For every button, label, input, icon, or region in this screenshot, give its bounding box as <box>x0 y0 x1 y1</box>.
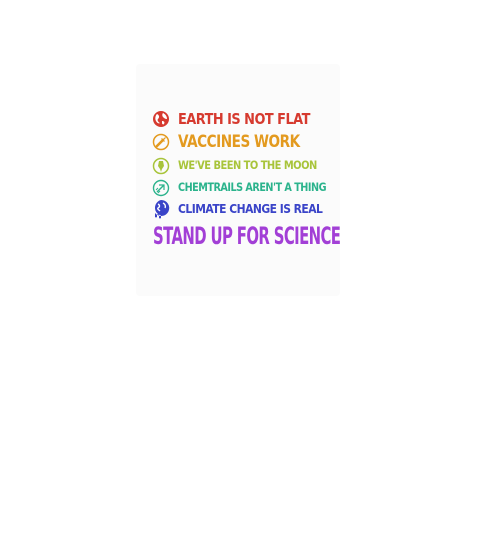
line-moon: WE'VE BEEN TO THE MOON <box>152 157 339 175</box>
science-poster <box>136 64 340 296</box>
melting-globe-icon <box>152 199 170 219</box>
line-chemtrails: CHEMTRAILS AREN'T A THING <box>152 179 354 197</box>
line-text: CHEMTRAILS AREN'T A THING <box>178 180 327 195</box>
line-text: VACCINES WORK <box>178 131 300 152</box>
line-text: WE'VE BEEN TO THE MOON <box>178 158 317 173</box>
globe-icon <box>152 110 170 128</box>
line-text: EARTH IS NOT FLAT <box>178 109 310 128</box>
line-earth-not-flat: EARTH IS NOT FLAT <box>152 110 331 128</box>
airplane-icon <box>152 179 170 197</box>
line-vaccines-work: VACCINES WORK <box>152 133 330 151</box>
rocket-icon <box>152 157 170 175</box>
syringe-icon <box>152 133 170 151</box>
line-text: CLIMATE CHANGE IS REAL <box>178 200 323 216</box>
line-climate-change: CLIMATE CHANGE IS REAL <box>152 199 346 219</box>
headline-stand-up-for-science: STAND UP FOR SCIENCE <box>153 222 341 250</box>
